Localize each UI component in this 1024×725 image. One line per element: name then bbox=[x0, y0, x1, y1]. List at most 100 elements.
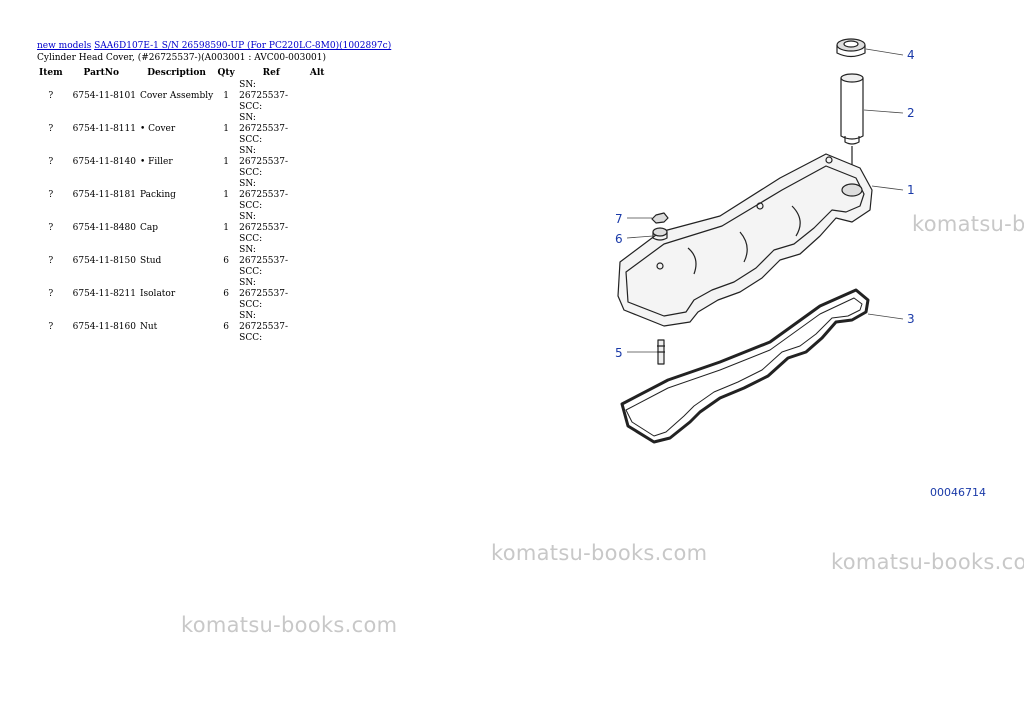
row-description: Isolator bbox=[139, 289, 176, 299]
row-item: ? bbox=[48, 157, 54, 167]
row-item: ? bbox=[48, 256, 54, 266]
table-row: ? 6754-11-8140 • Filler 1 SN: 26725537-S… bbox=[37, 146, 329, 179]
row-qty: 1 bbox=[223, 124, 230, 134]
new-models-link[interactable]: new models bbox=[37, 41, 92, 51]
table-row: ? 6754-11-8150 Stud 6 SN: 26725537-SCC: bbox=[37, 245, 329, 278]
callouts: 4 2 1 7 6 3 5 bbox=[615, 48, 915, 360]
row-item: ? bbox=[48, 223, 54, 233]
stud-part bbox=[657, 339, 665, 365]
callout-6: 6 bbox=[615, 232, 623, 246]
row-ref: SN: 26725537-SCC: bbox=[237, 278, 305, 311]
row-qty: 1 bbox=[223, 190, 230, 200]
ref-sn: SN: 26725537- bbox=[239, 278, 289, 299]
ref-scc: SCC: bbox=[239, 333, 263, 343]
table-header-row: Item PartNo Description Qty Ref Alt bbox=[37, 66, 329, 80]
page-subtitle: Cylinder Head Cover, (#26725537-)(A00300… bbox=[37, 53, 327, 63]
cover-part bbox=[617, 153, 873, 327]
watermark: komatsu-books.com bbox=[491, 541, 708, 565]
row-item: ? bbox=[48, 124, 54, 134]
row-qty: 6 bbox=[223, 322, 230, 332]
ref-sn: SN: 26725537- bbox=[239, 212, 289, 233]
row-description: Packing bbox=[139, 190, 176, 200]
row-qty: 6 bbox=[223, 256, 230, 266]
isolator-part bbox=[652, 227, 668, 241]
ref-scc: SCC: bbox=[239, 168, 263, 178]
callout-7: 7 bbox=[615, 212, 623, 226]
row-item: ? bbox=[48, 190, 54, 200]
ref-sn: SN: 26725537- bbox=[239, 146, 289, 167]
breadcrumb: new models SAA6D107E-1 S/N 26598590-UP (… bbox=[37, 40, 391, 52]
ref-sn: SN: 26725537- bbox=[239, 311, 289, 332]
row-ref: SN: 26725537-SCC: bbox=[237, 311, 305, 344]
column-header-qty: Qty bbox=[217, 68, 235, 78]
row-qty: 6 bbox=[223, 289, 230, 299]
callout-3: 3 bbox=[907, 312, 915, 326]
row-partno: 6754-11-8140 bbox=[72, 157, 136, 167]
leader-lines bbox=[626, 48, 904, 353]
row-description: • Cover bbox=[139, 124, 176, 134]
table-row: ? 6754-11-8181 Packing 1 SN: 26725537-SC… bbox=[37, 179, 329, 212]
ref-sn: SN: 26725537- bbox=[239, 245, 289, 266]
row-description: • Filler bbox=[139, 157, 173, 167]
watermark: komatsu-books.com bbox=[831, 550, 1024, 574]
ref-scc: SCC: bbox=[239, 135, 263, 145]
watermark: komatsu-b bbox=[912, 212, 1024, 236]
ref-scc: SCC: bbox=[239, 201, 263, 211]
row-description: Nut bbox=[139, 322, 158, 332]
cap-part bbox=[836, 38, 866, 58]
row-description: Cap bbox=[139, 223, 158, 233]
watermark: komatsu-books.com bbox=[181, 613, 398, 637]
row-partno: 6754-11-8211 bbox=[72, 289, 136, 299]
table-row: ? 6754-11-8480 Cap 1 SN: 26725537-SCC: bbox=[37, 212, 329, 245]
column-header-ref: Ref bbox=[262, 68, 280, 78]
row-item: ? bbox=[48, 91, 54, 101]
ref-sn: SN: 26725537- bbox=[239, 179, 289, 200]
column-header-description: Description bbox=[147, 68, 206, 78]
row-item: ? bbox=[48, 322, 54, 332]
ref-scc: SCC: bbox=[239, 267, 263, 277]
ref-sn: SN: 26725537- bbox=[239, 113, 289, 134]
ref-scc: SCC: bbox=[239, 234, 263, 244]
ref-scc: SCC: bbox=[239, 102, 263, 112]
row-partno: 6754-11-8181 bbox=[72, 190, 136, 200]
row-partno: 6754-11-8150 bbox=[72, 256, 136, 266]
callout-2: 2 bbox=[907, 106, 915, 120]
drawing-number: 00046714 bbox=[930, 486, 986, 499]
table-row: ? 6754-11-8111 • Cover 1 SN: 26725537-SC… bbox=[37, 113, 329, 146]
column-header-item: Item bbox=[39, 68, 63, 78]
row-ref: SN: 26725537-SCC: bbox=[237, 80, 305, 113]
callout-1: 1 bbox=[907, 183, 915, 197]
filler-part bbox=[840, 73, 864, 168]
column-header-partno: PartNo bbox=[83, 68, 120, 78]
row-partno: 6754-11-8111 bbox=[72, 124, 136, 134]
row-ref: SN: 26725537-SCC: bbox=[237, 113, 305, 146]
row-partno: 6754-11-8101 bbox=[72, 91, 136, 101]
column-header-alt: Alt bbox=[309, 68, 325, 78]
table-row: ? 6754-11-8101 Cover Assembly 1 SN: 2672… bbox=[37, 80, 329, 113]
ref-scc: SCC: bbox=[239, 300, 263, 310]
parts-table: Item PartNo Description Qty Ref Alt ? 67… bbox=[37, 66, 329, 344]
row-qty: 1 bbox=[223, 223, 230, 233]
row-description: Cover Assembly bbox=[139, 91, 214, 101]
table-row: ? 6754-11-8211 Isolator 6 SN: 26725537-S… bbox=[37, 278, 329, 311]
callout-4: 4 bbox=[907, 48, 915, 62]
row-ref: SN: 26725537-SCC: bbox=[237, 179, 305, 212]
row-partno: 6754-11-8160 bbox=[72, 322, 136, 332]
row-partno: 6754-11-8480 bbox=[72, 223, 136, 233]
page-header: new models SAA6D107E-1 S/N 26598590-UP (… bbox=[37, 40, 391, 64]
model-link[interactable]: SAA6D107E-1 S/N 26598590-UP (For PC220LC… bbox=[94, 41, 392, 51]
row-ref: SN: 26725537-SCC: bbox=[237, 245, 305, 278]
row-ref: SN: 26725537-SCC: bbox=[237, 212, 305, 245]
row-qty: 1 bbox=[223, 157, 230, 167]
table-row: ? 6754-11-8160 Nut 6 SN: 26725537-SCC: bbox=[37, 311, 329, 344]
row-item: ? bbox=[48, 289, 54, 299]
packing-part bbox=[620, 288, 870, 444]
callout-5: 5 bbox=[615, 346, 623, 360]
row-description: Stud bbox=[139, 256, 162, 266]
nut-part bbox=[651, 212, 669, 224]
row-qty: 1 bbox=[223, 91, 230, 101]
ref-sn: SN: 26725537- bbox=[239, 80, 289, 101]
row-ref: SN: 26725537-SCC: bbox=[237, 146, 305, 179]
